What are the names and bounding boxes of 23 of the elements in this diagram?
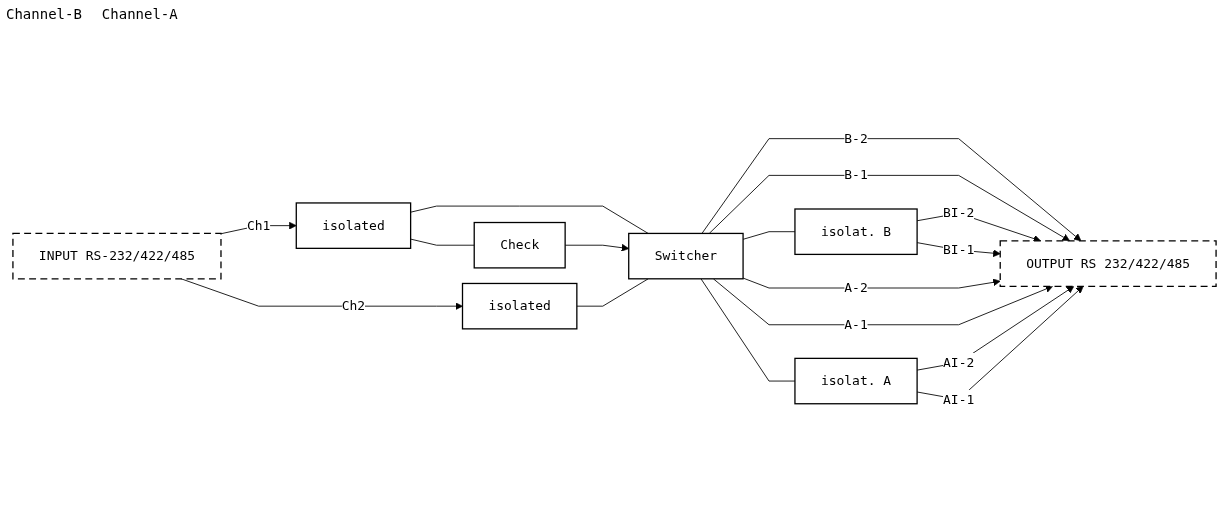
edge-label: Ch1 (246, 217, 271, 234)
node-box: INPUT RS-232/422/485 (12, 232, 222, 280)
edge-label: A-2 (844, 279, 868, 296)
connector (576, 278, 649, 307)
signal-label: Channel-A (101, 6, 178, 24)
node-box: isolated (295, 202, 412, 249)
node-box: OUTPUT RS 232/422/485 (999, 240, 1217, 287)
node-box: isolat. A (794, 357, 918, 405)
node-box: isolated (461, 282, 578, 330)
node-box: Switcher (628, 232, 744, 280)
edge-label: Ch2 (341, 298, 366, 314)
edge-label: AI-2 (943, 354, 975, 371)
connector (410, 238, 475, 246)
node-box: isolat. B (794, 208, 918, 255)
node-box: Check (473, 221, 566, 269)
signal-label: Channel-B (6, 6, 82, 24)
connector (410, 205, 649, 234)
edge-label: B-2 (844, 130, 868, 147)
edge-label: AI-1 (943, 391, 975, 407)
edge-label: A-1 (844, 316, 868, 333)
edge-label: BI-2 (943, 205, 975, 221)
edge-label: BI-1 (943, 242, 975, 258)
edge-label: B-1 (844, 167, 868, 183)
